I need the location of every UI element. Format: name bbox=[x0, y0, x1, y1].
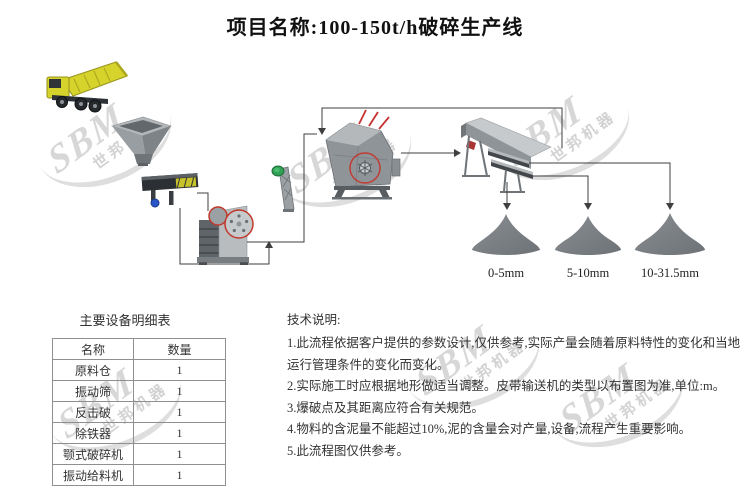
arrow-down-icon bbox=[666, 203, 674, 210]
arrow-down-icon bbox=[318, 128, 326, 135]
table-row: 除铁器 1 bbox=[52, 422, 226, 444]
product-pile-coarse bbox=[635, 213, 705, 255]
line-screen-return bbox=[321, 107, 563, 148]
vibrating-feeder-icon bbox=[141, 173, 199, 208]
table-row: 振动筛 1 bbox=[52, 380, 226, 402]
equipment-table: 名称 数量 原料仓 1 振动筛 1 反击破 1 除铁器 1 颚式破碎机 1 振动… bbox=[52, 338, 226, 486]
tech-note-item: 1.此流程依据客户提供的参数设计,仅供参考,实际产量会随着原料特性的变化和当地运… bbox=[287, 336, 741, 372]
column-header-qty: 数量 bbox=[133, 338, 226, 360]
product-pile-fine bbox=[472, 214, 540, 255]
line-feeder-bypass bbox=[179, 208, 270, 265]
equipment-name-cell: 振动筛 bbox=[52, 380, 134, 402]
pile-label-fine: 0-5mm bbox=[488, 266, 524, 280]
line-jaw-to-impact bbox=[247, 133, 317, 243]
pile-label-medium: 5-10mm bbox=[567, 266, 610, 280]
equipment-qty-cell: 1 bbox=[133, 380, 226, 402]
tech-notes: 技术说明: 1.此流程依据客户提供的参数设计,仅供参考,实际产量会随着原料特性的… bbox=[287, 309, 749, 462]
tech-notes-heading: 技术说明: bbox=[287, 313, 341, 327]
equipment-qty-cell: 1 bbox=[133, 359, 226, 381]
table-header-row: 名称 数量 bbox=[52, 338, 226, 360]
tech-note-item: 3.爆破点及其距离应符合有关规范。 bbox=[287, 400, 484, 415]
table-row: 振动给料机 1 bbox=[52, 464, 226, 486]
arrow-down-icon bbox=[503, 203, 511, 210]
equipment-name-cell: 反击破 bbox=[52, 401, 134, 423]
table-row: 反击破 1 bbox=[52, 401, 226, 423]
pile-label-coarse: 10-31.5mm bbox=[641, 266, 699, 280]
line-feeder-to-jaw bbox=[197, 192, 209, 211]
line-screen-to-pile3 bbox=[529, 162, 671, 203]
feed-hopper-icon bbox=[110, 116, 172, 166]
equipment-qty-cell: 1 bbox=[133, 464, 226, 486]
impact-crusher-icon bbox=[325, 109, 401, 200]
table-row: 原料仓 1 bbox=[52, 359, 226, 381]
arrow-right-icon bbox=[454, 149, 461, 157]
equipment-qty-cell: 1 bbox=[133, 401, 226, 423]
page-title: 项目名称:100-150t/h破碎生产线 bbox=[226, 17, 524, 39]
line-screen-to-pile2 bbox=[533, 175, 589, 203]
flow-arrowheads bbox=[265, 128, 674, 248]
product-pile-icons bbox=[472, 213, 705, 255]
equipment-table-title: 主要设备明细表 bbox=[79, 313, 171, 328]
column-header-name: 名称 bbox=[52, 338, 134, 360]
equipment-name-cell: 除铁器 bbox=[52, 422, 134, 444]
tech-note-item: 2.实际施工时应根据地形做适当调整。皮带输送机的类型以布置图为准,单位:m。 bbox=[287, 379, 726, 393]
tech-note-item: 4.物料的含泥量不能超过10%,泥的含量会对产量,设备,流程产生重要影响。 bbox=[287, 422, 692, 436]
equipment-name-cell: 振动给料机 bbox=[52, 464, 134, 486]
flow-diagram: 0-5mm 5-10mm 10-31.5mm bbox=[46, 61, 705, 280]
iron-remover-icon bbox=[271, 165, 295, 212]
flow-lines bbox=[179, 107, 671, 265]
equipment-name-cell: 颚式破碎机 bbox=[52, 443, 134, 465]
arrow-down-icon bbox=[584, 203, 592, 210]
table-row: 颚式破碎机 1 bbox=[52, 443, 226, 465]
jaw-crusher-icon bbox=[197, 205, 254, 265]
equipment-name-cell: 原料仓 bbox=[52, 359, 134, 381]
vibrating-screen-icon bbox=[461, 117, 552, 193]
dump-truck-icon bbox=[46, 61, 128, 113]
equipment-qty-cell: 1 bbox=[133, 443, 226, 465]
equipment-qty-cell: 1 bbox=[133, 422, 226, 444]
arrow-up-icon bbox=[265, 241, 273, 248]
product-pile-medium bbox=[555, 216, 621, 255]
tech-note-item: 5.此流程图仅供参考。 bbox=[287, 443, 409, 458]
